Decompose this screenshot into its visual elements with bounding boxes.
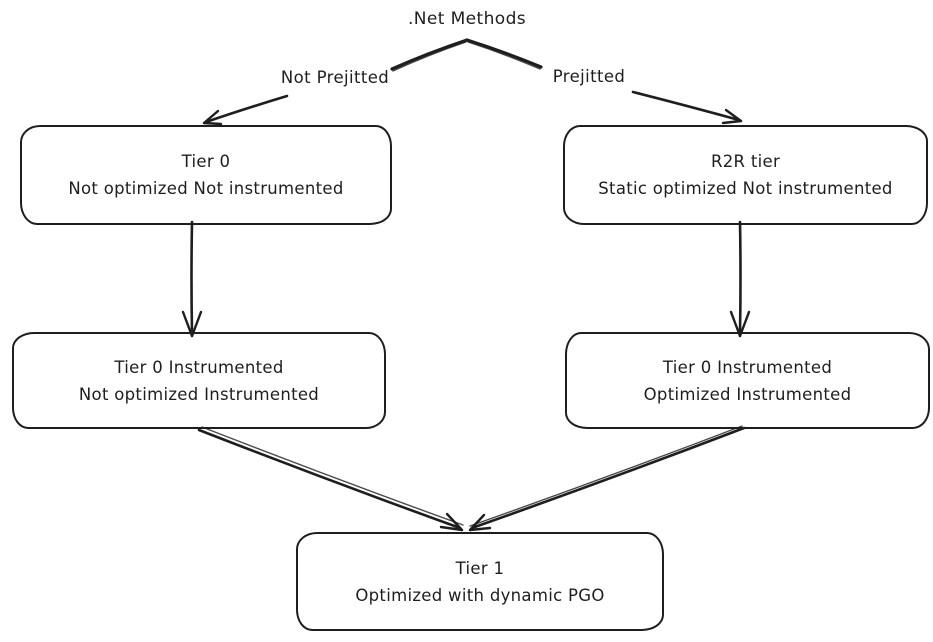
node-r2r-tier: R2R tier Static optimized Not instrument… [563,125,928,225]
node-subtitle: Optimized with dynamic PGO [355,585,605,605]
node-tier0-instrumented-optimized: Tier 0 Instrumented Optimized Instrument… [565,332,930,429]
node-subtitle: Not optimized Not instrumented [68,179,344,198]
edge-tier0-instrumented-to-tier1 [197,426,464,532]
edge-tier0-to-tier0-instrumented [181,220,203,338]
node-tier0-instrumented: Tier 0 Instrumented Not optimized Instru… [12,332,386,429]
node-title: Tier 0 Instrumented [114,357,284,377]
edge-r2r-to-tier0-instrumented-optimized [729,220,751,338]
edge-label-prejitted: Prejitted [552,67,626,86]
node-subtitle: Optimized Instrumented [643,384,852,404]
node-tier1: Tier 1 Optimized with dynamic PGO [296,532,664,631]
node-title: Tier 0 [181,152,231,171]
node-subtitle: Static optimized Not instrumented [598,179,893,198]
node-title: Tier 1 [455,558,505,578]
edge-root-to-r2r [465,38,743,125]
node-tier0: Tier 0 Not optimized Not instrumented [20,125,392,225]
node-title: Tier 0 Instrumented [662,357,833,377]
diagram-title: .Net Methods [407,9,527,29]
node-subtitle: Not optimized Instrumented [78,384,320,404]
edge-root-to-tier0 [202,38,469,126]
edge-label-not-prejitted: Not Prejitted [280,68,390,87]
node-title: R2R tier [710,152,781,171]
edge-tier0-instrumented-optimized-to-tier1 [468,425,746,532]
